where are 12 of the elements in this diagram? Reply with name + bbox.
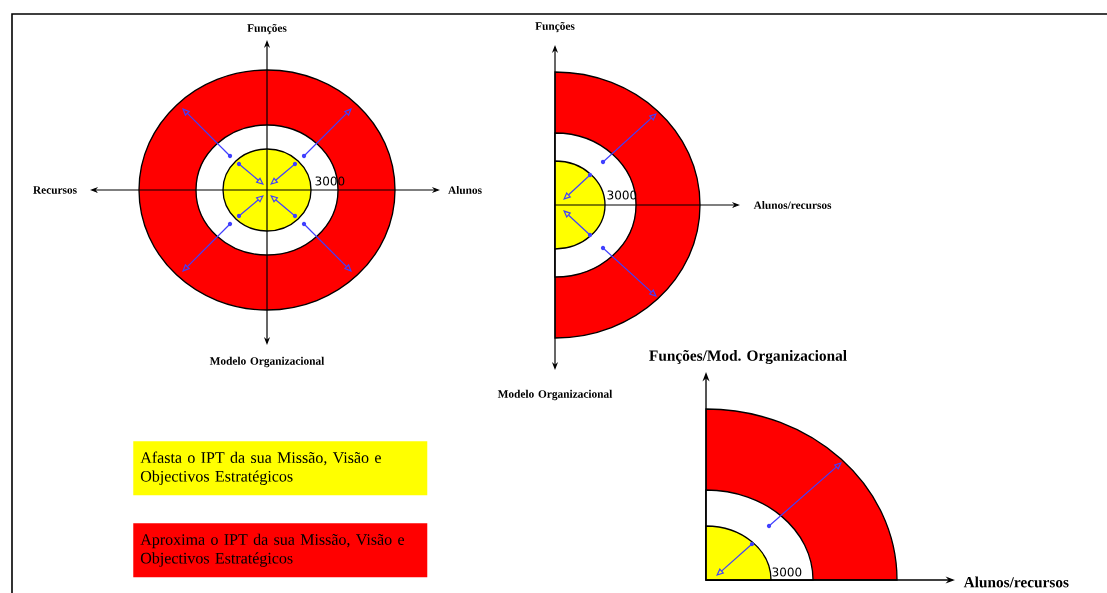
axis-label: Modelo Organizacional (497, 389, 613, 401)
axis-label: Funções/Mod. Organizacional (649, 349, 847, 365)
axis-label: Alunos/recursos (753, 201, 832, 209)
legend-item: Afasta o IPT da sua Missão, Visão e Objectivos Estratégicos (133, 441, 428, 496)
axis-label: Alunos (448, 186, 482, 194)
axis-label: Alunos/recursos (963, 576, 1069, 588)
legend-item: Aproxima o IPT da sua Missão, Visão e Objectivos Estratégicos (133, 523, 428, 578)
value-label: 3000 (772, 567, 802, 577)
axis-label: Recursos (33, 186, 77, 194)
axis-label: Funções (247, 23, 287, 35)
axis-label: Funções (535, 21, 575, 33)
axis-label: Modelo Organizacional (209, 356, 325, 368)
